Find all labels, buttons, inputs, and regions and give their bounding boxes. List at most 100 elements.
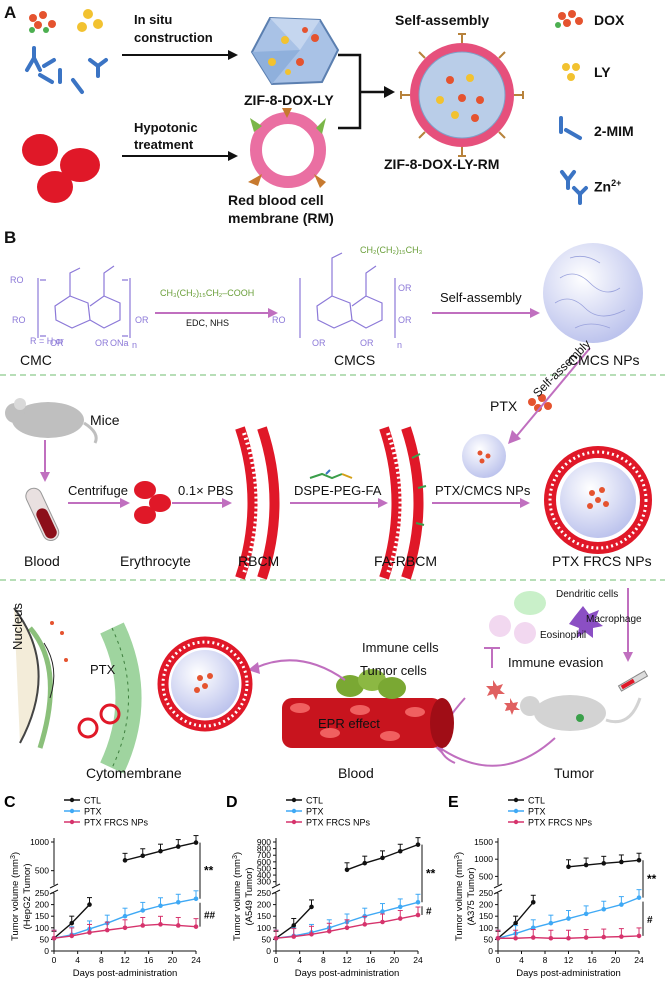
blood-tube-icon <box>25 487 60 542</box>
self-assembly-label: Self-assembly <box>395 12 490 28</box>
legend-zn: Zn2+ <box>594 178 622 195</box>
data-point <box>397 916 403 921</box>
y-tick-label: 100 <box>35 923 49 933</box>
zif8-particle <box>250 16 340 86</box>
y-tick-label: 100 <box>479 923 493 933</box>
data-point <box>140 908 146 913</box>
data-point <box>69 933 75 939</box>
data-point <box>601 934 607 940</box>
x-tick-label: 20 <box>168 955 178 965</box>
y-tick-label: 700 <box>257 850 271 860</box>
rbcm-label: RBCM <box>238 553 280 569</box>
legend-zn-icon <box>560 170 588 205</box>
data-point <box>380 919 385 925</box>
y-tick-label: 600 <box>257 857 271 867</box>
data-point <box>495 935 501 941</box>
y-tick-label: 0 <box>44 946 49 956</box>
y-tick-label: 400 <box>257 870 271 880</box>
data-point <box>51 935 57 941</box>
legend-label: CTL <box>84 796 101 806</box>
step2-line1: Hypotonic <box>134 120 198 135</box>
legend-label: PTX <box>306 807 324 817</box>
cmc-label: CMC <box>20 352 52 368</box>
x-tick-label: 0 <box>274 955 279 965</box>
y-axis-label-sub: (A549 Tumor) <box>244 867 255 925</box>
data-point <box>619 902 624 907</box>
data-point <box>87 902 92 907</box>
legend-ly: LY <box>594 64 611 80</box>
x-tick-label: 0 <box>52 955 57 965</box>
y-tick-label: 500 <box>35 866 49 876</box>
svg-text:RO: RO <box>12 315 26 325</box>
cytomembrane-label: Cytomembrane <box>86 765 182 781</box>
data-point <box>69 920 75 926</box>
eosinophil-label: Eosinophil <box>540 630 587 641</box>
data-point <box>530 925 536 931</box>
panel-letter: C <box>4 794 16 811</box>
significance-label: # <box>426 907 432 918</box>
ly-icon <box>77 9 103 32</box>
data-point <box>193 840 199 845</box>
fa-rbcm-label: FA-RBCM <box>374 553 437 569</box>
step1-line1: In situ <box>134 12 173 27</box>
y-tick-label: 50 <box>40 934 50 944</box>
svg-text:OR: OR <box>398 283 412 293</box>
legend-marker <box>513 797 519 803</box>
y-axis-label: Tumor volume (mm3) <box>232 852 244 941</box>
svg-text:RO: RO <box>10 275 24 285</box>
product2-line1: Red blood cell <box>228 192 324 208</box>
data-point <box>636 857 642 863</box>
y-tick-label: 150 <box>479 911 493 921</box>
tumor-cells-label: Tumor cells <box>360 663 427 678</box>
data-point <box>158 922 163 927</box>
data-point <box>158 903 163 909</box>
ptx-vesicles <box>50 621 121 739</box>
data-point <box>548 935 554 941</box>
significance-label: ** <box>647 872 657 886</box>
x-tick-label: 4 <box>297 955 302 965</box>
cmcs-np-label: CMCS NPs <box>568 352 640 368</box>
legend-marker <box>291 819 297 825</box>
rbc-membrane-ring <box>248 108 326 188</box>
immune-cells-icon <box>489 591 603 644</box>
ptx-cmcs-label: PTX/CMCS NPs <box>435 483 531 498</box>
svg-text:OR: OR <box>398 315 412 325</box>
data-point <box>309 931 314 937</box>
legend-label: CTL <box>528 796 545 806</box>
legend-marker <box>291 808 297 814</box>
significance-label: ** <box>204 864 214 878</box>
x-tick-label: 16 <box>144 955 154 965</box>
blood-vessel-label: Blood <box>338 765 374 781</box>
dspe-label: DSPE-PEG-FA <box>294 483 382 498</box>
erythrocyte-icon <box>134 481 171 524</box>
y-tick-label: 0 <box>488 946 493 956</box>
mouse-icon <box>5 398 98 444</box>
data-point <box>566 864 571 870</box>
x-tick-label: 16 <box>366 955 376 965</box>
svg-text:OR: OR <box>135 315 149 325</box>
y-tick-label: 800 <box>257 844 271 854</box>
legend-label: PTX FRCS NPs <box>306 818 371 828</box>
data-point <box>601 861 607 866</box>
y-tick-label: 1500 <box>474 837 493 847</box>
data-point <box>122 925 128 931</box>
significance-label: # <box>647 915 653 926</box>
data-point <box>140 923 146 928</box>
legend-marker <box>513 808 519 814</box>
x-tick-label: 20 <box>390 955 400 965</box>
panel-letter-b: B <box>4 228 17 247</box>
svg-text:OR: OR <box>95 338 109 348</box>
legend-ly-icon <box>562 63 580 81</box>
data-point <box>601 906 607 912</box>
y-tick-label: 250 <box>479 888 493 898</box>
data-point <box>291 923 297 928</box>
x-tick-label: 24 <box>413 955 423 965</box>
data-point <box>309 904 314 910</box>
y-axis-label-sub: (A375 Tumor) <box>466 867 477 925</box>
data-point <box>140 853 146 859</box>
cmc-structure <box>37 265 131 338</box>
